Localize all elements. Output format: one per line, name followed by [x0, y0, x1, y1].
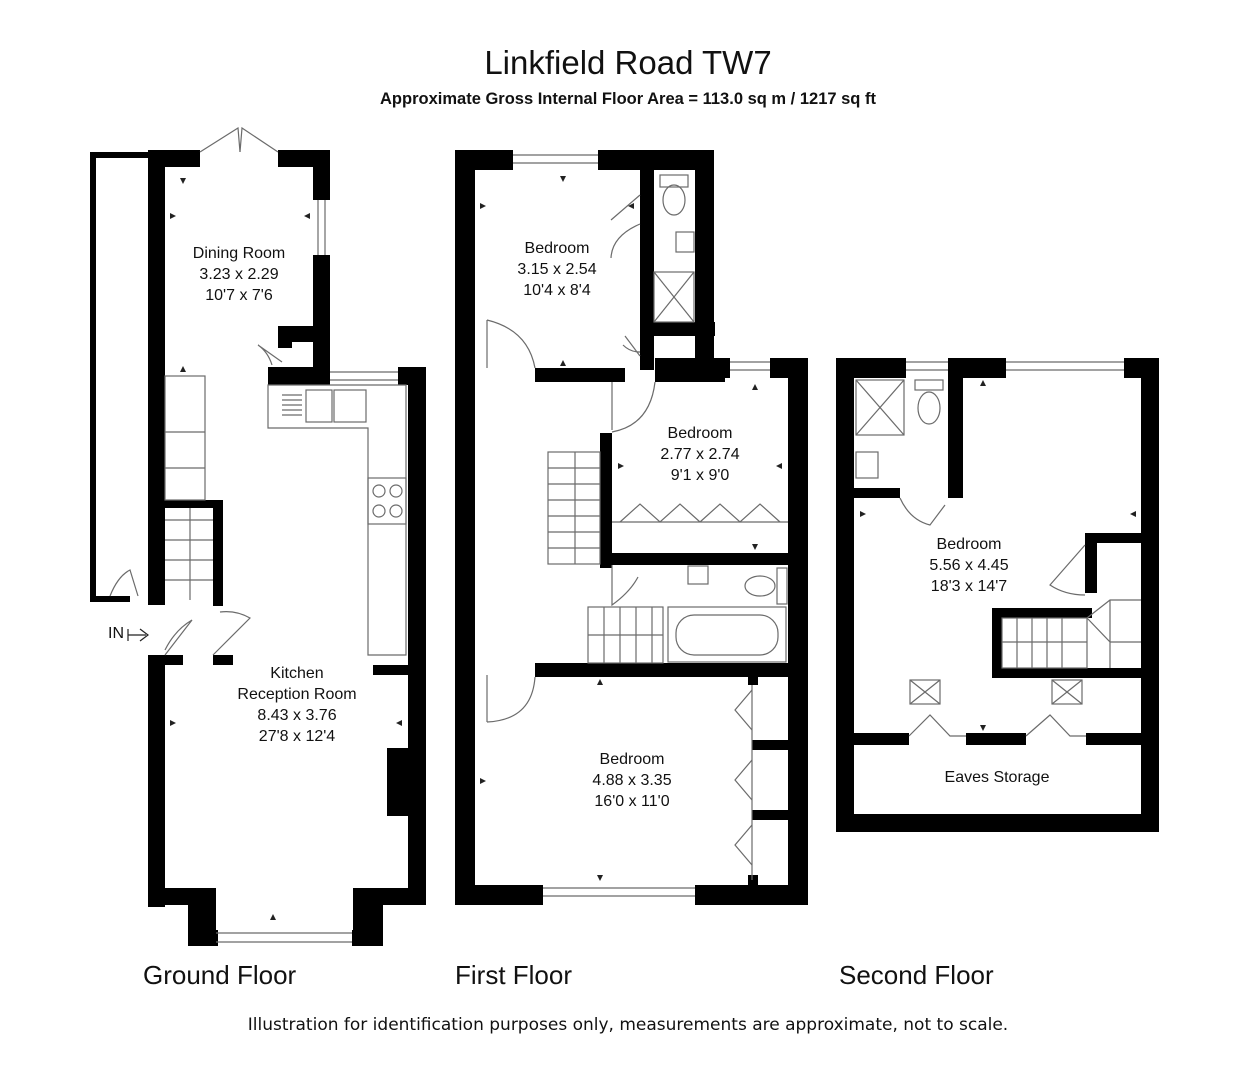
room-metric: 3.23 x 2.29	[199, 266, 279, 283]
room-metric: 4.88 x 3.35	[592, 772, 672, 789]
room-imperial: 18'3 x 14'7	[930, 578, 1008, 595]
room-imperial: 10'7 x 7'6	[205, 287, 273, 304]
floor-label-second: Second Floor	[839, 960, 994, 990]
room-eaves-storage: Eaves Storage	[945, 767, 1050, 788]
room-imperial: 27'8 x 12'4	[258, 728, 336, 745]
room-bedroom-2: Bedroom 2.77 x 2.74 9'1 x 9'0	[660, 423, 739, 486]
room-name: Bedroom	[524, 240, 590, 257]
room-name: Bedroom	[599, 751, 665, 768]
room-name-line2: Reception Room	[237, 686, 357, 703]
room-name: Bedroom	[936, 536, 1002, 553]
entrance-label: IN	[108, 625, 124, 642]
disclaimer-text: Illustration for identification purposes…	[247, 1015, 1009, 1035]
room-imperial: 10'4 x 8'4	[523, 282, 591, 299]
room-metric: 8.43 x 3.76	[257, 707, 337, 724]
room-bedroom-3: Bedroom 4.88 x 3.35 16'0 x 11'0	[592, 749, 671, 812]
room-imperial: 16'0 x 11'0	[594, 793, 670, 810]
room-dining-room: Dining Room 3.23 x 2.29 10'7 x 7'6	[193, 243, 285, 306]
room-imperial: 9'1 x 9'0	[670, 467, 730, 484]
room-metric: 3.15 x 2.54	[517, 261, 597, 278]
page-title: Linkfield Road TW7	[484, 44, 772, 81]
room-bedroom-4: Bedroom 5.56 x 4.45 18'3 x 14'7	[929, 534, 1008, 597]
room-name-line1: Kitchen	[270, 665, 324, 682]
room-name: Dining Room	[192, 245, 286, 262]
measure-arrows	[170, 176, 1136, 920]
room-name: Bedroom	[667, 425, 733, 442]
floor-area-subtitle: Approximate Gross Internal Floor Area = …	[380, 90, 876, 108]
floor-label-ground: Ground Floor	[143, 960, 297, 990]
room-kitchen-reception: Kitchen Reception Room 8.43 x 3.76 27'8 …	[237, 663, 356, 747]
room-metric: 2.77 x 2.74	[660, 446, 740, 463]
room-name: Eaves Storage	[944, 769, 1050, 786]
walls	[90, 150, 1159, 946]
entrance-arrow	[127, 628, 149, 642]
room-metric: 5.56 x 4.45	[929, 557, 1009, 574]
floor-label-first: First Floor	[455, 960, 572, 990]
room-bedroom-1: Bedroom 3.15 x 2.54 10'4 x 8'4	[517, 238, 596, 301]
fixtures	[109, 126, 1141, 943]
